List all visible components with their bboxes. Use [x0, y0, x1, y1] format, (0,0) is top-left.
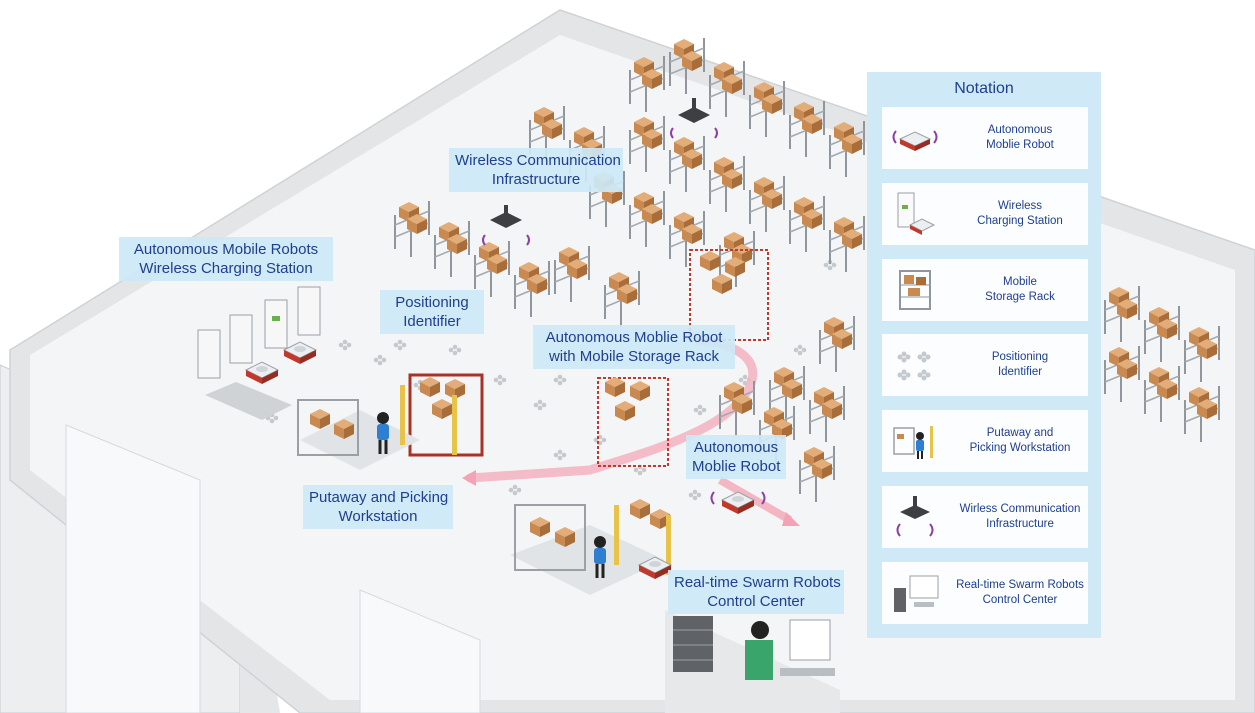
legend-label: Real-time Swarm Robots Control Center: [956, 562, 1084, 624]
legend-item-robot: Autonomous Moblie Robot: [882, 107, 1088, 169]
legend-item-positioning-identifier: Positioning Identifier: [882, 334, 1088, 396]
callout-line: Identifier: [403, 313, 461, 330]
legend-item-wireless-infrastructure: Wirless Communication Infrastructure: [882, 486, 1088, 548]
workstation-icon: [893, 426, 933, 459]
control-center: [665, 610, 840, 713]
callout-line: Wireless Communication: [455, 152, 621, 169]
legend-line: Identifier: [997, 366, 1043, 378]
legend-line: Infrastructure: [986, 518, 1054, 530]
robot-path-2: [718, 476, 792, 524]
storage-rack-icon: [899, 270, 931, 310]
legend-item-charging-station: Wireless Charging Station: [882, 183, 1088, 245]
legend-line: Positioning: [991, 351, 1049, 363]
callout-line: Control Center: [707, 593, 805, 610]
legend-label: Autonomous Moblie Robot: [956, 107, 1084, 169]
callout-line: Putaway and Picking: [309, 489, 449, 506]
callout-robot-with-rack: Autonomous Moblie Robot with Mobile Stor…: [533, 325, 735, 369]
positioning-identifier-icon: [897, 351, 931, 381]
legend-line: Control Center: [982, 594, 1058, 606]
legend-item-control-center: Real-time Swarm Robots Control Center: [882, 562, 1088, 624]
legend-label: Mobile Storage Rack: [956, 259, 1084, 321]
legend-line: Real-time Swarm Robots: [956, 579, 1084, 591]
control-center-icon: [894, 575, 939, 612]
legend-line: Storage Rack: [985, 291, 1055, 303]
callout-line: Real-time Swarm Robots: [674, 574, 841, 591]
robot-path: [465, 335, 758, 483]
wireless-routers: [482, 98, 718, 246]
legend-line: Charging Station: [977, 215, 1063, 227]
callout-line: Workstation: [338, 508, 418, 525]
charging-stations: [197, 286, 321, 420]
legend-label: Wireless Charging Station: [956, 183, 1084, 245]
callout-charging-station: Autonomous Mobile Robots Wireless Chargi…: [119, 237, 333, 281]
callout-line: Wireless Charging Station: [139, 260, 313, 277]
charging-station-icon: [897, 192, 936, 235]
callout-positioning-identifier: Positioning Identifier: [380, 290, 484, 334]
workstations: [297, 385, 672, 595]
callout-line: Positioning: [395, 294, 469, 311]
legend-title: Notation: [954, 80, 1014, 97]
callout-wireless-communication: Wireless Communication Infrastructure: [449, 148, 623, 192]
path-arrow: [462, 470, 476, 486]
legend-line: Wireless: [997, 200, 1043, 212]
path-arrow-2: [782, 512, 800, 526]
callout-control-center: Real-time Swarm Robots Control Center: [668, 570, 844, 614]
callout-line: Autonomous Mobile Robots: [133, 241, 319, 258]
callout-line: Moblie Robot: [692, 458, 781, 475]
wireless-router-icon: [896, 496, 934, 537]
robot-icon: [892, 130, 938, 151]
legend-line: Picking Workstation: [969, 442, 1071, 454]
legend-label: Positioning Identifier: [956, 334, 1084, 396]
legend-label: Wirless Communication Infrastructure: [956, 486, 1084, 548]
legend-label: Putaway and Picking Workstation: [956, 410, 1084, 472]
legend-line: Moblie Robot: [986, 139, 1054, 151]
legend-item-storage-rack: Mobile Storage Rack: [882, 259, 1088, 321]
callout-line: Autonomous: [693, 439, 779, 456]
legend-line: Autonomous: [987, 124, 1053, 136]
legend-item-workstation: Putaway and Picking Workstation: [882, 410, 1088, 472]
callout-autonomous-robot: Autonomous Moblie Robot: [686, 435, 786, 479]
callout-workstation: Putaway and Picking Workstation: [303, 485, 453, 529]
legend-line: Wirless Communication: [959, 503, 1081, 515]
callout-line: Autonomous Moblie Robot: [545, 329, 723, 346]
legend-line: Mobile: [1003, 276, 1037, 288]
legend-line: Putaway and: [986, 427, 1054, 439]
notation-legend: Notation Autonomous Moblie Robot Wireles…: [867, 72, 1101, 638]
callout-line: with Mobile Storage Rack: [548, 348, 720, 365]
callout-line: Infrastructure: [491, 171, 581, 188]
autonomous-robot: [710, 491, 766, 515]
